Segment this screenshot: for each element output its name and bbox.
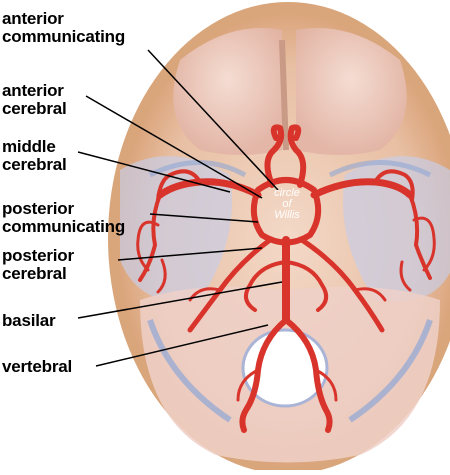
- leader-posterior-communicating: [149, 213, 259, 223]
- label-line: cerebral: [2, 264, 67, 283]
- sinus-vessel-right: [348, 319, 433, 423]
- leader-middle-cerebral: [77, 151, 231, 193]
- label-basilar: basilar: [2, 311, 56, 330]
- circle-of-willis-line-1: circle: [274, 187, 300, 199]
- label-line: cerebral: [2, 155, 67, 174]
- circle-of-willis-label: circle of Willis: [257, 188, 317, 221]
- anterior-cerebral-artery-left: [264, 124, 285, 188]
- leader-lines: [77, 49, 283, 367]
- vertebral-artery-left: [239, 317, 289, 433]
- label-line: posterior: [2, 246, 74, 265]
- label-line: anterior: [2, 9, 64, 28]
- label-middle-cerebral: middle cerebral: [2, 138, 67, 174]
- midline-crest: [279, 39, 289, 151]
- sca-left: [244, 260, 288, 312]
- circle-of-willis-line-3: Willis: [274, 209, 300, 221]
- mca-left-branch-1: [156, 169, 202, 202]
- label-line: communicating: [2, 27, 126, 46]
- anterior-cerebral-artery-right: [287, 124, 307, 188]
- mca-right-branch-1: [373, 169, 415, 202]
- label-line: posterior: [2, 199, 74, 218]
- leader-vertebral: [95, 324, 269, 367]
- mca-right-branch-4: [399, 260, 412, 292]
- mca-left-branch-4: [156, 258, 167, 294]
- anterior-fossa-left: [173, 28, 282, 155]
- leader-anterior-communicating: [147, 49, 279, 191]
- label-line: middle: [2, 137, 56, 156]
- label-line: vertebral: [2, 357, 73, 376]
- leader-anterior-cerebral: [85, 95, 263, 199]
- leader-posterior-cerebral: [117, 247, 263, 261]
- label-line: basilar: [2, 311, 56, 330]
- sinus-vessel-left: [147, 319, 232, 423]
- mca-left-branch-3: [136, 220, 160, 272]
- label-anterior-communicating: anterior communicating: [2, 10, 125, 46]
- label-vertebral: vertebral: [2, 358, 72, 376]
- pca-right-branch: [353, 287, 387, 302]
- label-line: anterior: [2, 81, 64, 100]
- label-line: communicating: [2, 217, 126, 236]
- leader-basilar: [77, 281, 283, 319]
- arteries: [136, 124, 436, 433]
- vertebral-branch-left: [236, 368, 260, 402]
- label-posterior-communicating: posterior communicating: [2, 200, 125, 236]
- vertebral-artery-right: [283, 317, 333, 433]
- circle-of-willis-ring: [250, 177, 322, 246]
- sca-right: [284, 260, 329, 312]
- mca-right-branch-3: [412, 216, 436, 272]
- anterior-fossa-right: [296, 28, 407, 155]
- circle-of-willis-line-2: of: [282, 198, 292, 210]
- sinus-vessel-upper: [148, 160, 432, 178]
- label-posterior-cerebral: posterior cerebral: [2, 247, 74, 283]
- label-anterior-cerebral: anterior cerebral: [2, 82, 67, 118]
- label-line: cerebral: [2, 99, 67, 118]
- mca-left-branch-2: [138, 193, 162, 282]
- vertebral-branch-right: [314, 368, 338, 402]
